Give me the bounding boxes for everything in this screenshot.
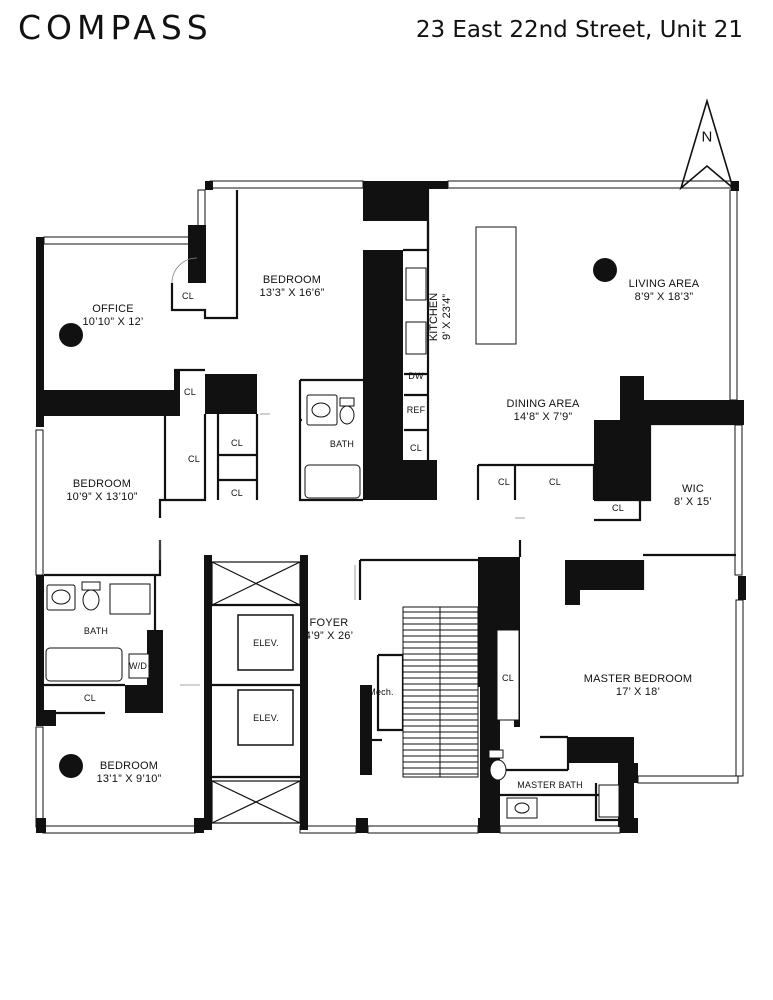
walls <box>36 181 746 833</box>
north-arrow-icon <box>679 98 735 191</box>
closet-label: CL <box>231 488 243 498</box>
closet-label: CL <box>549 477 561 487</box>
closet-label: CL <box>502 673 514 683</box>
closet-label: CL <box>182 291 194 301</box>
closet-label: CL <box>84 693 96 703</box>
elevator-label: ELEV. <box>253 638 279 648</box>
dishwasher-label: DW <box>408 371 424 381</box>
fixtures <box>45 267 620 819</box>
unit-address: 23 East 22nd Street, Unit 21 <box>415 17 743 43</box>
refrigerator-label: REF <box>406 405 426 415</box>
bath-label: BATH <box>83 626 109 636</box>
mechanical-label: Mech. <box>368 687 394 697</box>
master-bath-label: MASTER BATH <box>517 780 583 790</box>
north-label: N <box>701 128 713 146</box>
closet-label: CL <box>584 747 596 757</box>
closet-label: CL <box>498 477 510 487</box>
washer-dryer-label: W/D <box>128 661 148 671</box>
compass-logo: COMPASS <box>18 8 213 47</box>
bath-label: BATH <box>329 439 355 449</box>
closet-label: CL <box>188 454 200 464</box>
closet-label: CL <box>184 387 196 397</box>
elevator-label: ELEV. <box>253 713 279 723</box>
closet-label-c: C <box>362 741 370 751</box>
closet-label: CL <box>410 443 422 453</box>
photo-markers <box>59 258 617 778</box>
closet-label: CL <box>231 438 243 448</box>
elevator-shafts <box>211 561 301 824</box>
staircase <box>402 606 479 778</box>
kitchen-island <box>475 226 517 345</box>
partitions <box>44 189 736 822</box>
doors <box>159 257 525 686</box>
closet-label: CL <box>612 503 624 513</box>
